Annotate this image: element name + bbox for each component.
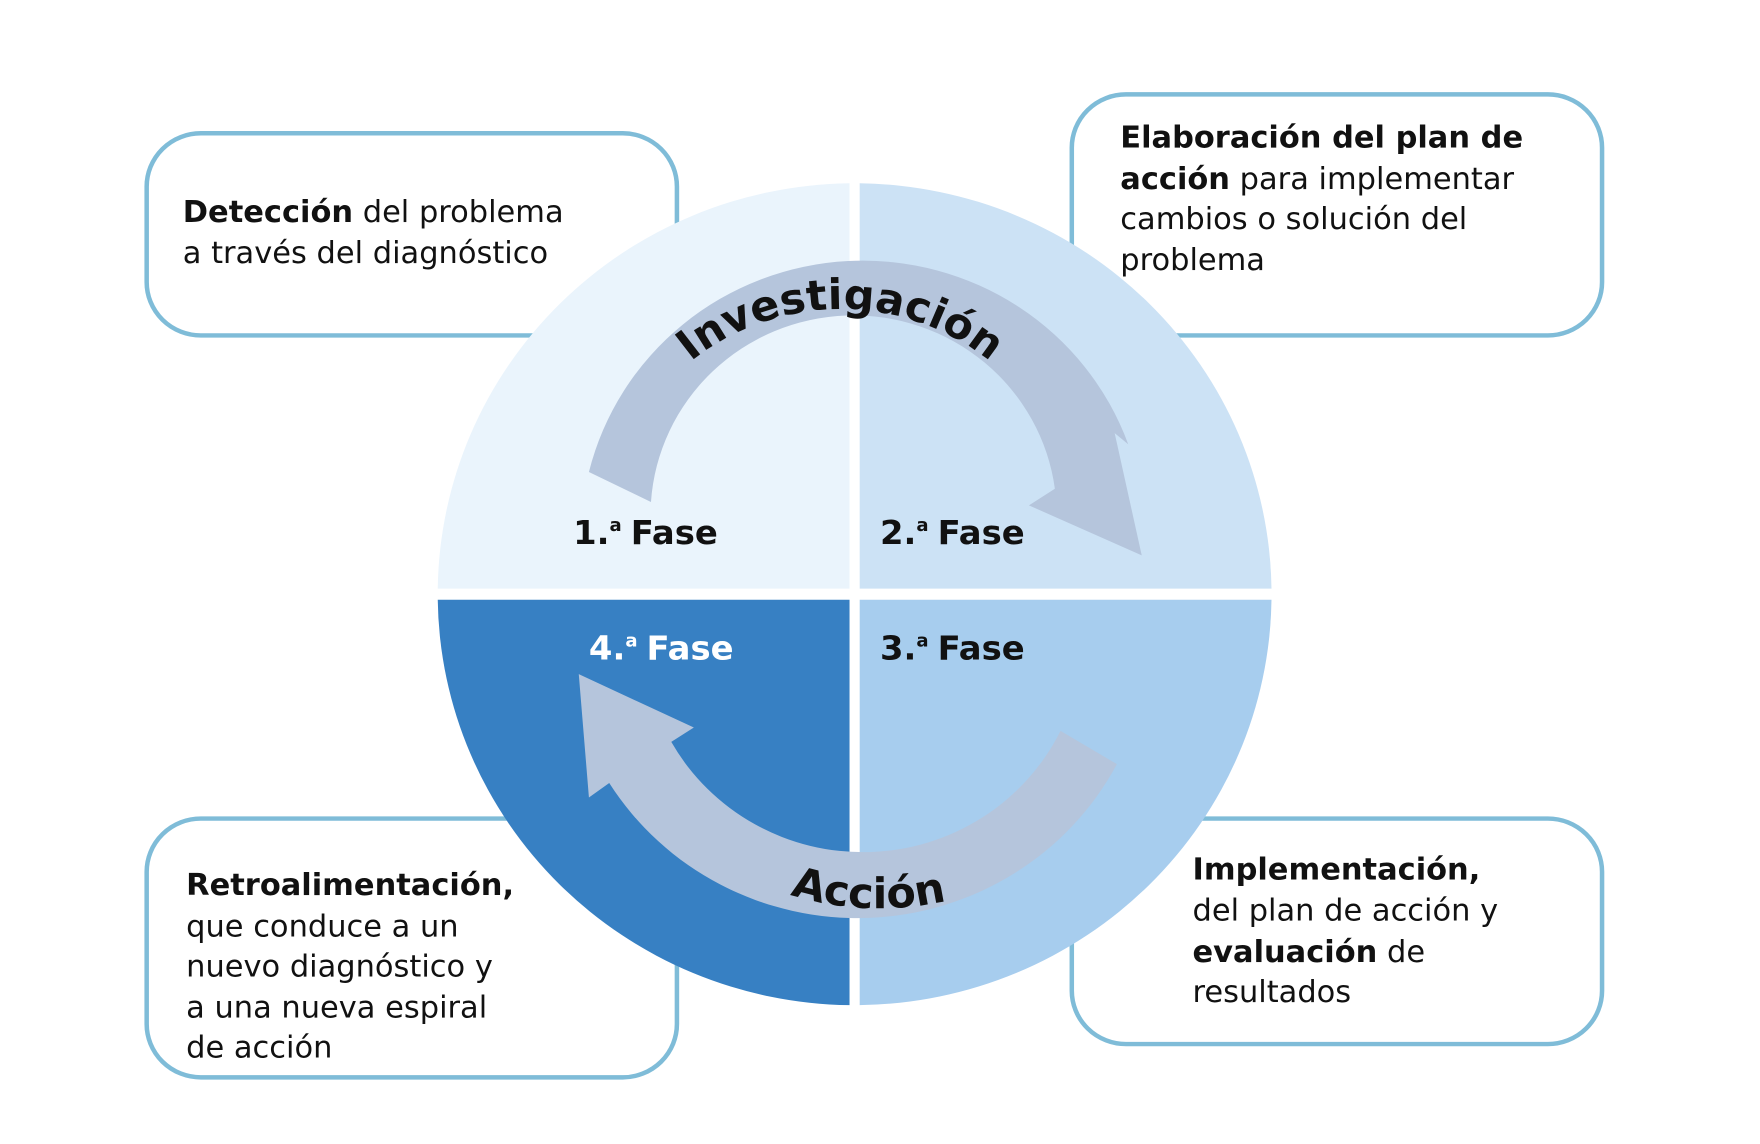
planning-box [1069,92,1605,338]
planning-text: Elaboración del plan de acción para impl… [1120,121,1533,278]
action-arrow [578,674,1117,919]
investigation-arrow [588,260,1142,556]
feedback-text: Retroalimentación, que conduce a un nuev… [186,868,524,1065]
detection-text: Detección del problema a través del diag… [183,195,574,271]
implementation-text: Implementación, del plan de acción y eva… [1193,853,1508,1010]
